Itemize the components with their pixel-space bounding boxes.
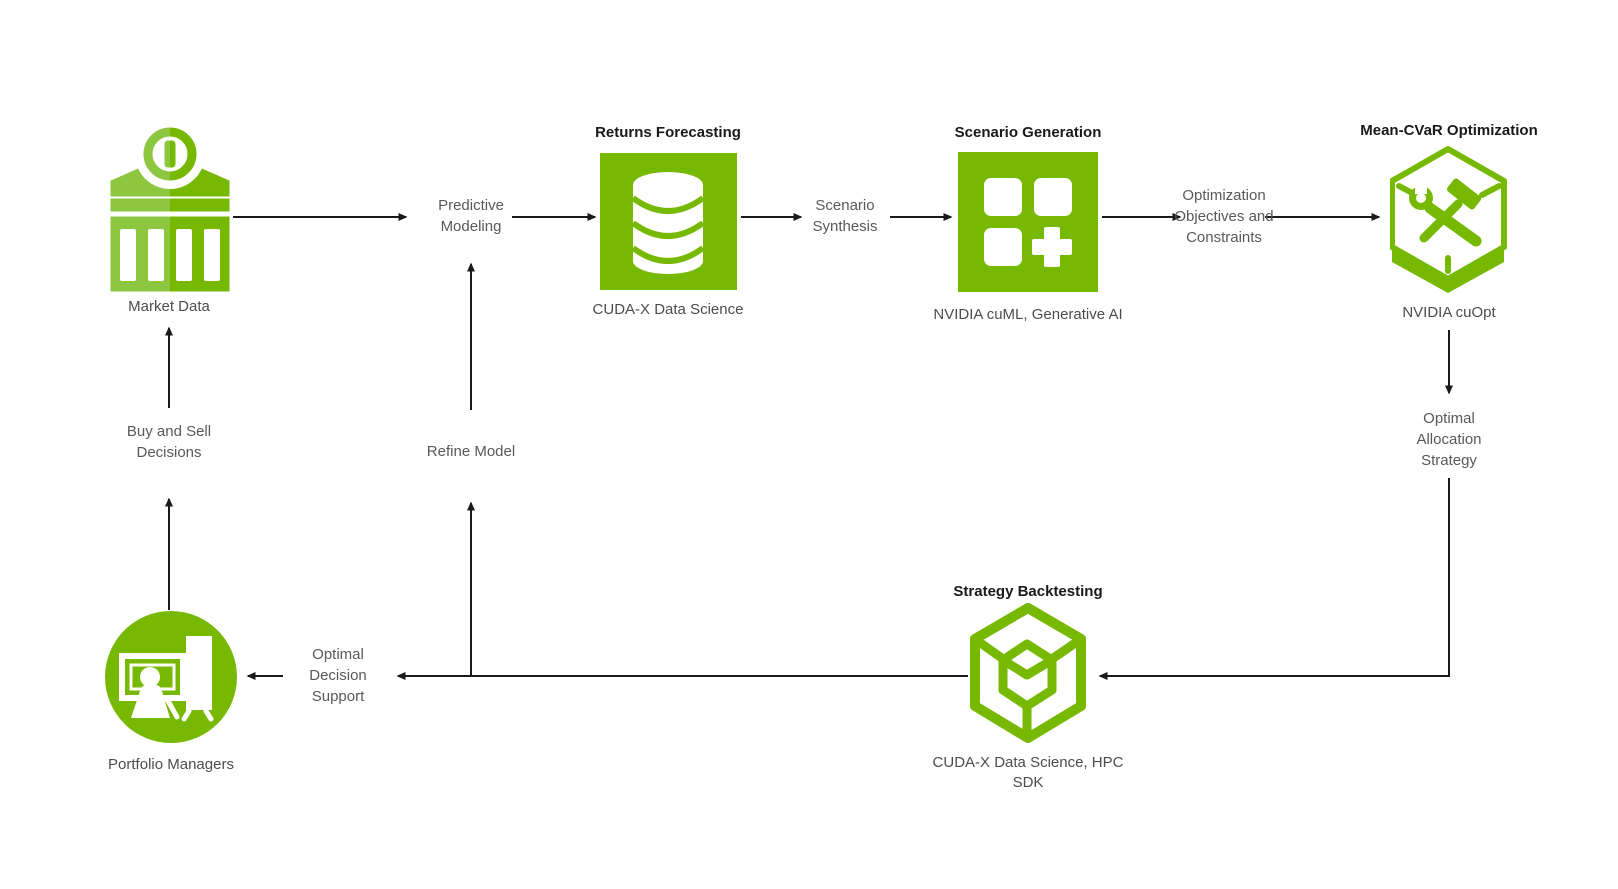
returns-forecasting-box [600,153,737,290]
scenario-generation-box [958,152,1098,292]
scenario-generation-title: Scenario Generation [954,124,1102,141]
mean-cvar-title: Mean-CVaR Optimization [1360,122,1538,139]
presenter-icon [119,636,214,722]
market-data-caption: Market Data [128,298,210,315]
portfolio-managers-circle [105,611,237,743]
strategy-backtesting-title: Strategy Backtesting [953,583,1103,600]
database-icon [631,172,705,274]
scenario-generation-caption: NVIDIA cuML, Generative AI [933,306,1123,323]
flow-label-predictive-modeling: Predictive Modeling [438,197,504,235]
returns-forecasting-title: Returns Forecasting [595,124,741,141]
mean-cvar-caption: NVIDIA cuOpt [1402,304,1496,321]
grid-plus-icon [984,178,1072,267]
bank-icon [110,126,230,292]
hexagon-tools-icon [1390,146,1507,293]
portfolio-managers-caption: Portfolio Managers [108,756,234,773]
flow-label-refine-model: Refine Model [426,443,516,460]
nested-cube-icon [970,603,1086,743]
strategy-backtesting-caption: CUDA-X Data Science, HPC SDK [932,754,1124,791]
flow-label-optimization-objectives: Optimization Objectives and Constraints [1174,187,1274,246]
flow-label-scenario-synthesis: Scenario Synthesis [812,197,878,235]
line-allocation-to-strategy-backtesting [1098,478,1450,680]
flow-label-optimal-allocation: Optimal Allocation Strategy [1416,410,1482,469]
returns-forecasting-caption: CUDA-X Data Science [592,301,744,318]
flow-label-buy-and-sell: Buy and Sell Decisions [126,423,212,461]
flow-label-optimal-decision: Optimal Decision Support [309,646,367,705]
